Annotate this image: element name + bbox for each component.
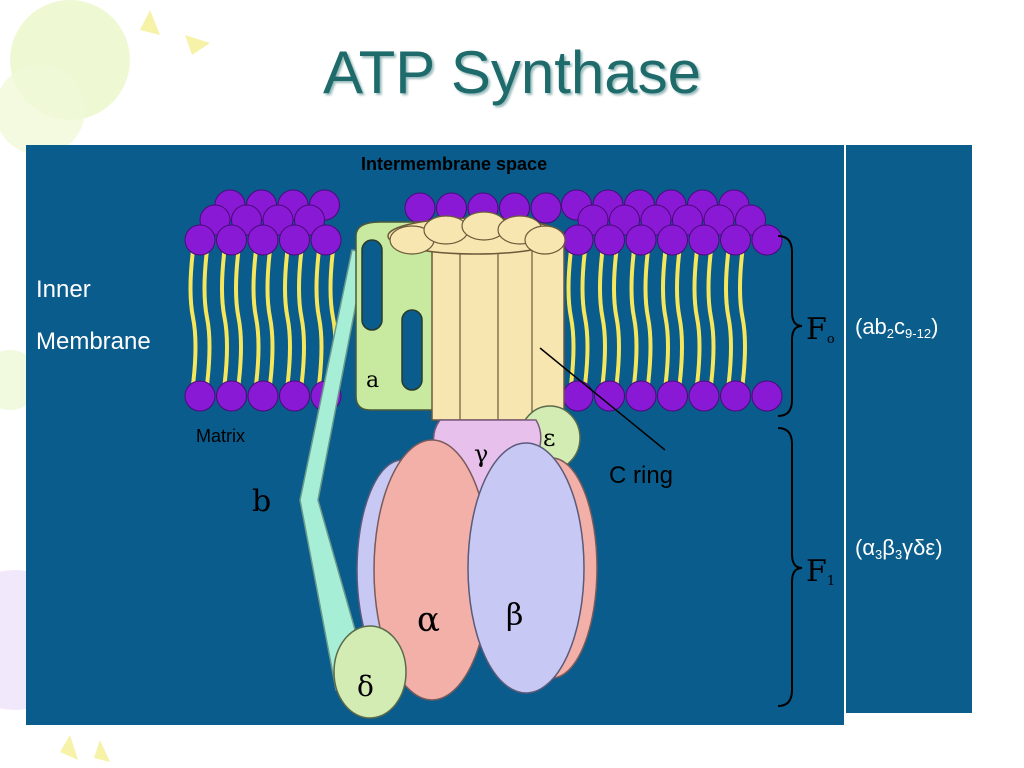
lipid-tail: [661, 249, 670, 386]
lipid-head-top-front: [562, 224, 594, 256]
c-ring-pointer: [539, 347, 666, 451]
beta-subunit: [467, 442, 585, 694]
f1-comp-sub2: 3: [894, 547, 903, 562]
lipid-head-top-front: [625, 224, 657, 256]
lipid-head-bottom: [184, 380, 216, 412]
fo-comp-sub2: 9-12: [905, 326, 932, 341]
fo-subscript: o: [826, 332, 835, 347]
lipid-tail: [220, 249, 229, 386]
f1-comp-mid: β: [882, 535, 895, 560]
lipid-tail: [234, 249, 243, 386]
lipid-tail: [566, 249, 576, 386]
f1-letter: F: [806, 554, 827, 589]
lipid-head-top-front: [184, 224, 216, 256]
lipid-head-top-front: [751, 224, 783, 256]
lipid-tail: [724, 249, 733, 386]
lipid-head-top-front: [247, 224, 279, 256]
f1-comp-sub1: 3: [875, 547, 883, 562]
lipid-head-bottom: [594, 380, 625, 412]
delta-subunit-label: δ: [357, 670, 374, 703]
f1-composition: (α3β3γδε): [855, 535, 943, 562]
lipid-head-bottom: [688, 380, 720, 412]
lipid-head-top-front: [594, 224, 625, 256]
lipid-tail: [265, 249, 275, 386]
lipid-head-top-front: [216, 224, 247, 256]
f1-subscript: 1: [826, 574, 836, 589]
a-channel-1: [361, 239, 383, 331]
fo-brace: [777, 235, 803, 417]
lipid-tail: [283, 249, 292, 386]
lipid-tail: [612, 249, 621, 386]
lipid-tails: [188, 249, 747, 386]
matrix-label: Matrix: [196, 426, 245, 446]
lipid-head-bottom: [657, 380, 688, 412]
alpha-subunit-label: α: [417, 600, 440, 640]
lipid-head-bottom: [720, 380, 751, 412]
lipid-head-bottom: [751, 380, 783, 412]
lipid-head-bottom: [247, 380, 279, 412]
fo-letter: F: [806, 312, 827, 347]
lipid-head-bottom: [279, 380, 310, 412]
fo-comp-sub1: 2: [886, 326, 895, 341]
f1-comp-prefix: (α: [855, 535, 876, 560]
lipid-tail: [643, 249, 653, 386]
inner-label: Inner: [36, 276, 91, 303]
lipid-tail: [738, 249, 747, 386]
lipid-tail: [629, 249, 639, 386]
c-ring-label: C ring: [609, 462, 674, 489]
lipid-head-back-center: [530, 192, 562, 224]
lipid-head-top-front: [720, 224, 751, 256]
lipid-tail: [202, 249, 212, 386]
lipid-tail: [598, 249, 607, 386]
lipid-head-bottom: [625, 380, 657, 412]
beta-subunit-label: β: [506, 598, 524, 633]
a-subunit-label: a: [366, 368, 380, 393]
fo-comp-mid: c: [894, 314, 906, 339]
side-panel: [846, 145, 972, 713]
lipid-head-bottom: [216, 380, 247, 412]
f1-label: F1: [806, 554, 835, 589]
lipid-tail: [314, 249, 324, 386]
a-channel-2: [401, 309, 423, 391]
epsilon-subunit-label: ε: [543, 424, 556, 452]
fo-label: Fo: [806, 312, 835, 347]
lipid-tail: [706, 249, 716, 386]
lipid-tail: [580, 249, 590, 386]
intermembrane-space-label: Intermembrane space: [361, 154, 548, 174]
lipid-head-top-front: [688, 224, 720, 256]
lipid-head-top-front: [310, 224, 342, 256]
f1-brace: [777, 427, 803, 707]
lipid-head-top-front: [279, 224, 310, 256]
lipid-tail: [675, 249, 684, 386]
lipid-head-top-front: [657, 224, 688, 256]
fo-comp-suffix: ): [931, 314, 939, 339]
fo-composition: (ab2c9-12): [855, 314, 938, 341]
lipid-tail: [188, 249, 198, 386]
lipid-head-bottom: [562, 380, 594, 412]
lipid-tail: [692, 249, 702, 386]
lipid-tail: [251, 249, 261, 386]
membrane-label: Membrane: [36, 328, 151, 355]
f1-comp-suffix: γδε): [902, 535, 943, 560]
fo-comp-prefix: (ab: [855, 314, 887, 339]
lipid-tail: [297, 249, 306, 386]
page-title: ATP Synthase: [323, 39, 701, 106]
c-ring: [387, 211, 566, 421]
b-subunit-label: b: [252, 484, 272, 519]
lipid-head-back-center: [404, 192, 436, 224]
delta-subunit: [333, 625, 407, 719]
gamma-subunit-label: γ: [474, 440, 489, 468]
